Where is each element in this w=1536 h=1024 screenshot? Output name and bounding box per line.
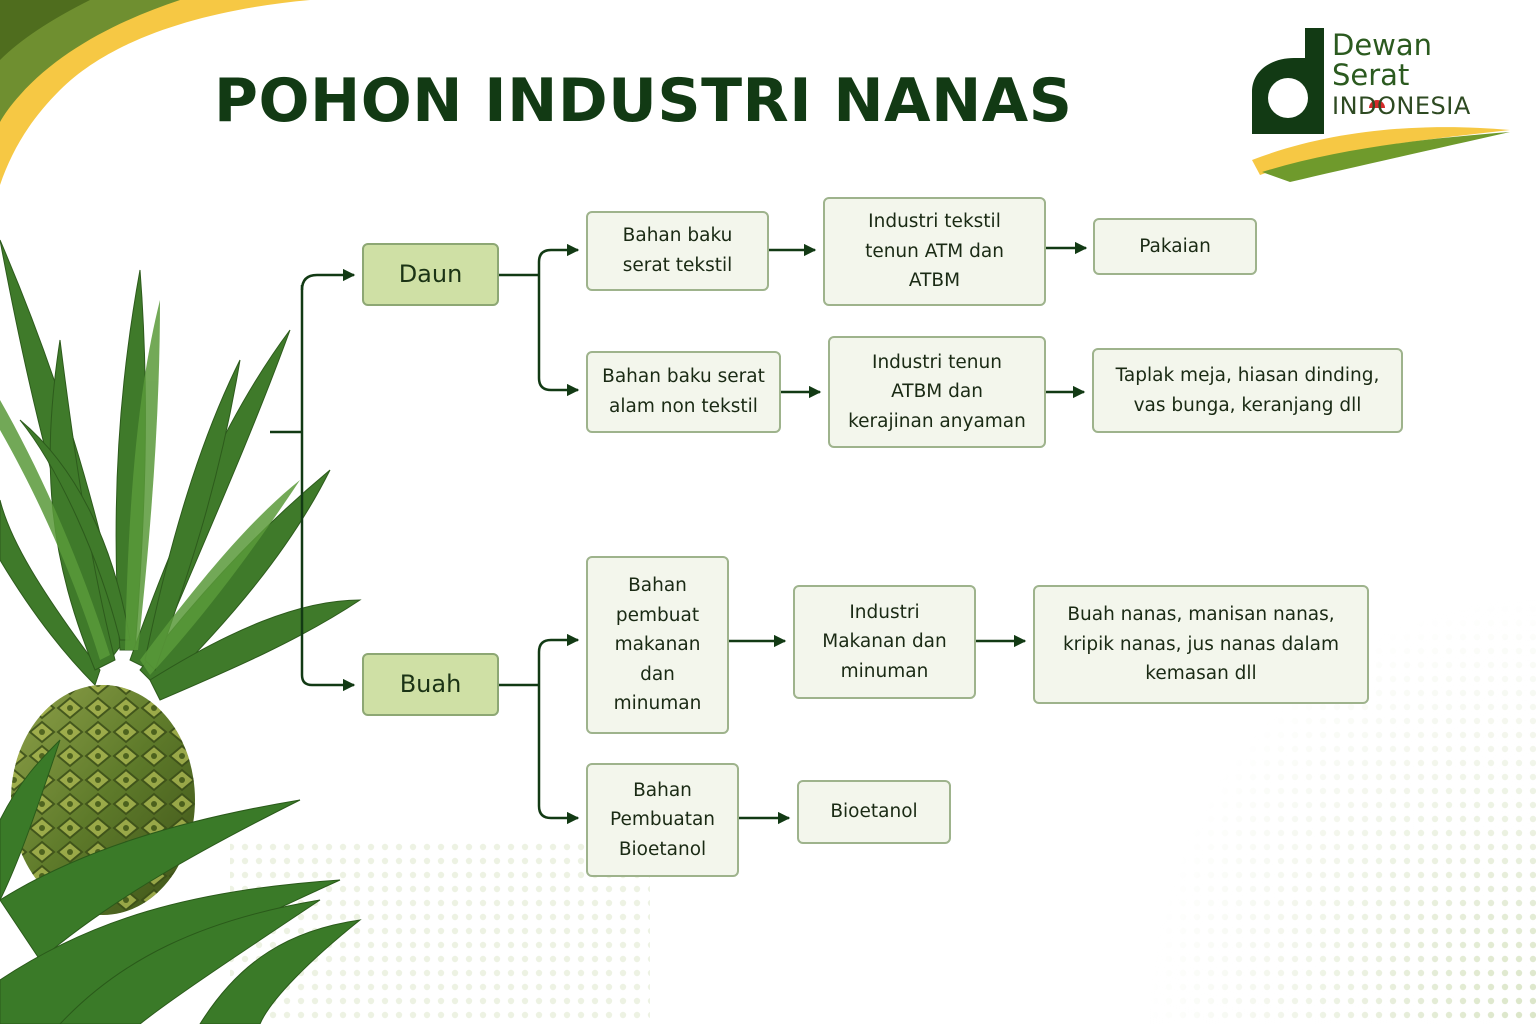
node-industri-tekstil: Industri tekstil tenun ATM dan ATBM	[823, 197, 1046, 306]
node-buah: Buah	[362, 653, 499, 716]
logo-text-dewan: Dewan	[1332, 28, 1433, 62]
node-bahan-pembuatan-bioetanol: Bahan Pembuatan Bioetanol	[586, 763, 739, 877]
connector-buah-to-bioetanol	[537, 685, 580, 825]
node-taplak-meja: Taplak meja, hiasan dinding, vas bunga, …	[1092, 348, 1403, 433]
node-bahan-baku-serat-non-tekstil: Bahan baku serat alam non tekstil	[586, 351, 781, 433]
logo-text-indonesia: INDONESIA	[1332, 92, 1471, 120]
node-daun: Daun	[362, 243, 499, 306]
logo-icon	[1252, 28, 1510, 182]
page-title: POHON INDUSTRI NANAS	[214, 66, 1073, 136]
node-pakaian: Pakaian	[1093, 218, 1257, 275]
node-bioetanol: Bioetanol	[797, 780, 951, 844]
node-bahan-pembuat-makanan: Bahan pembuat makanan dan minuman	[586, 556, 729, 734]
node-industri-makanan: Industri Makanan dan minuman	[793, 585, 976, 699]
node-bahan-baku-serat-tekstil: Bahan baku serat tekstil	[586, 211, 769, 291]
connector-buah-to-makanan	[537, 633, 580, 685]
corner-swoosh	[0, 0, 310, 185]
connector-to-daun	[300, 268, 356, 291]
node-industri-tenun: Industri tenun ATBM dan kerajinan anyama…	[828, 336, 1046, 448]
node-produk-nanas: Buah nanas, manisan nanas, kripik nanas,…	[1033, 585, 1369, 704]
connector-daun-to-nontekstil	[537, 275, 580, 397]
pineapple-illustration	[0, 239, 362, 1024]
root-branch-line	[300, 285, 356, 692]
connector-daun-to-tekstil	[537, 243, 580, 275]
dot-pattern-bottom	[230, 840, 650, 1024]
logo-text-serat: Serat	[1332, 58, 1410, 92]
